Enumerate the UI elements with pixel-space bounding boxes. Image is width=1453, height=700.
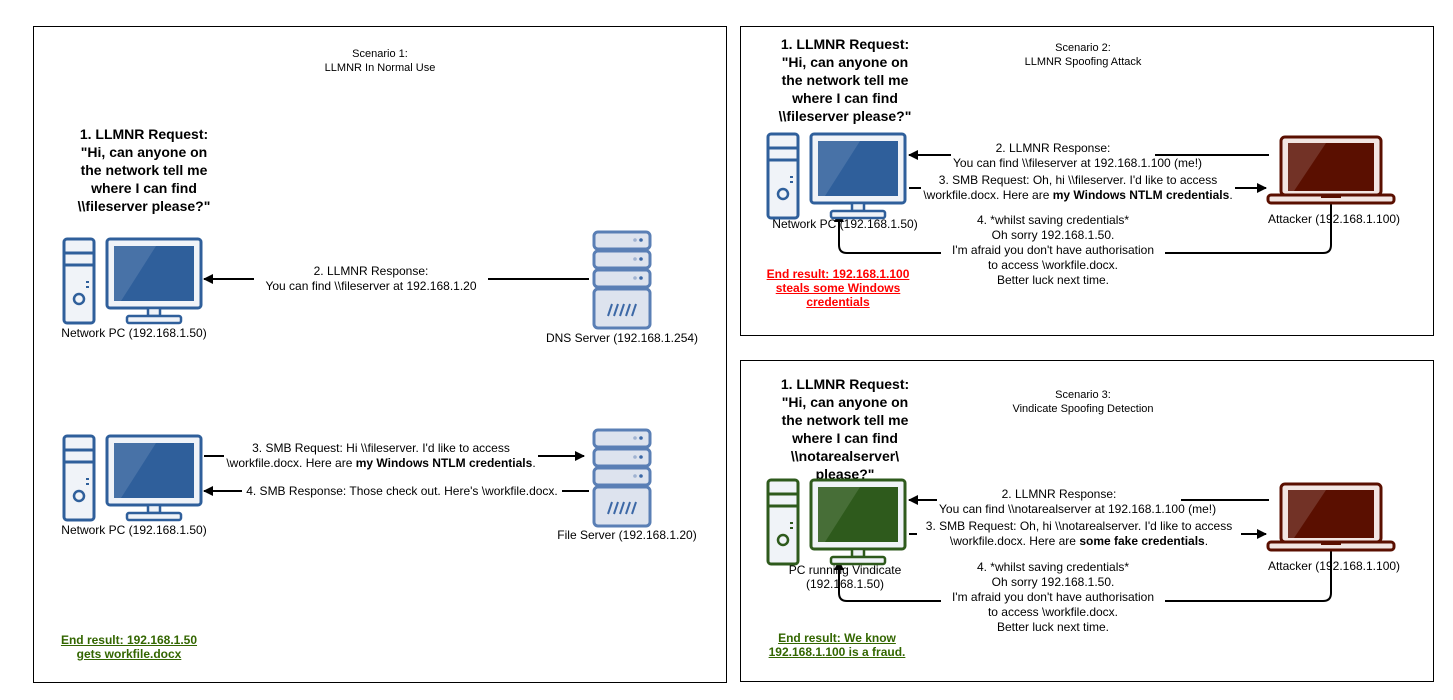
- result-line: End result: We know: [778, 631, 896, 645]
- network-pc-icon: [61, 433, 206, 523]
- end-result-text: End result: 192.168.1.100 steals some Wi…: [763, 267, 913, 309]
- network-pc-icon: [765, 131, 910, 221]
- file-server-label: File Server (192.168.1.20): [542, 528, 712, 542]
- message-line: 3. SMB Request: Oh, hi \\notarealserver.…: [925, 519, 1233, 533]
- request-line: 1. LLMNR Request:: [780, 376, 910, 392]
- scenario-1-title: Scenario 1: LLMNR In Normal Use: [280, 47, 480, 75]
- request-line: "Hi, can anyone on: [80, 144, 208, 160]
- request-line: where I can find: [792, 90, 898, 106]
- request-line: \\fileserver please?": [778, 108, 912, 124]
- message-line: 4. *whilst saving credentials*: [976, 213, 1130, 227]
- result-line: steals some Windows: [775, 281, 901, 295]
- smb-request-text: 3. SMB Request: Oh, hi \\notarealserver.…: [917, 519, 1241, 549]
- message-line: \workfile.docx. Here are my Windows NTLM…: [923, 188, 1233, 203]
- scenario-2-panel: Scenario 2: LLMNR Spoofing Attack 1. LLM…: [740, 26, 1434, 336]
- message-line: to access \workfile.docx.: [987, 605, 1119, 619]
- message-text: .: [1229, 188, 1233, 202]
- llmnr-request-text: 1. LLMNR Request: "Hi, can anyone on the…: [755, 35, 935, 125]
- title-line-2: LLMNR Spoofing Attack: [1024, 56, 1142, 68]
- label-line: (192.168.1.50): [805, 577, 885, 591]
- vindicate-pc-icon: [765, 477, 910, 567]
- result-line: 192.168.1.100 is a fraud.: [768, 645, 906, 659]
- request-line: \\fileserver please?": [77, 198, 211, 214]
- message-line: 2. LLMNR Response:: [995, 141, 1111, 155]
- llmnr-response-text: 2. LLMNR Response: You can find \\filese…: [254, 264, 488, 294]
- scenario-2-title: Scenario 2: LLMNR Spoofing Attack: [983, 41, 1183, 69]
- message-emphasis: my Windows NTLM credentials: [1052, 188, 1230, 202]
- smb-request-text: 3. SMB Request: Hi \\fileserver. I'd lik…: [224, 441, 538, 471]
- scenario-3-title: Scenario 3: Vindicate Spoofing Detection: [983, 388, 1183, 416]
- result-line: End result: 192.168.1.100: [766, 267, 910, 281]
- message-line: 2. LLMNR Response:: [313, 264, 429, 278]
- attacker-reply-text: 4. *whilst saving credentials* Oh sorry …: [941, 560, 1165, 635]
- llmnr-request-text: 1. LLMNR Request: "Hi, can anyone on the…: [54, 125, 234, 215]
- message-line: Oh sorry 192.168.1.50.: [991, 575, 1115, 589]
- dns-server-icon: [592, 230, 652, 330]
- result-line: gets workfile.docx: [76, 647, 182, 661]
- message-line: Better luck next time.: [996, 620, 1110, 634]
- network-pc-label: Network PC (192.168.1.50): [772, 217, 918, 231]
- message-emphasis: my Windows NTLM credentials: [355, 456, 533, 470]
- smb-response-text: 4. SMB Response: Those check out. Here's…: [242, 484, 562, 499]
- title-line-2: Vindicate Spoofing Detection: [1012, 403, 1154, 415]
- attacker-label: Attacker (192.168.1.100): [1267, 212, 1401, 226]
- message-line: 4. *whilst saving credentials*: [976, 560, 1130, 574]
- attacker-label: Attacker (192.168.1.100): [1267, 559, 1401, 573]
- message-line: 2. LLMNR Response:: [1001, 487, 1117, 501]
- message-line: \workfile.docx. Here are my Windows NTLM…: [226, 456, 536, 471]
- message-emphasis: some fake credentials: [1079, 534, 1205, 548]
- message-text: \workfile.docx. Here are: [949, 534, 1080, 548]
- file-server-icon: [592, 428, 652, 528]
- message-line: I'm afraid you don't have authorisation: [951, 243, 1155, 257]
- attacker-laptop-icon: [1266, 135, 1396, 205]
- request-line: the network tell me: [781, 72, 909, 88]
- network-pc-icon: [61, 236, 206, 326]
- attacker-reply-text: 4. *whilst saving credentials* Oh sorry …: [941, 213, 1165, 288]
- message-text: .: [1204, 534, 1209, 548]
- request-line: "Hi, can anyone on: [781, 54, 909, 70]
- vindicate-pc-label: PC running Vindicate (192.168.1.50): [755, 563, 935, 591]
- network-pc-label: Network PC (192.168.1.50): [44, 523, 224, 537]
- request-line: \\notarealserver\: [790, 448, 900, 464]
- title-line-1: Scenario 3:: [1055, 389, 1111, 401]
- network-pc-label: Network PC (192.168.1.50): [44, 326, 224, 340]
- message-line: Better luck next time.: [996, 273, 1110, 287]
- end-result-text: End result: We know 192.168.1.100 is a f…: [757, 631, 917, 659]
- request-line: please?": [815, 466, 875, 482]
- message-text: \workfile.docx. Here are: [923, 188, 1053, 202]
- request-line: the network tell me: [781, 412, 909, 428]
- request-line: 1. LLMNR Request:: [780, 36, 910, 52]
- message-line: You can find \\notarealserver at 192.168…: [939, 502, 1217, 516]
- message-line: You can find \\fileserver at 192.168.1.2…: [265, 279, 477, 293]
- request-line: where I can find: [792, 430, 898, 446]
- dns-server-label: DNS Server (192.168.1.254): [522, 331, 722, 345]
- message-line: \workfile.docx. Here are some fake crede…: [919, 534, 1239, 549]
- result-line: End result: 192.168.1.50: [60, 633, 198, 647]
- request-line: "Hi, can anyone on: [781, 394, 909, 410]
- llmnr-request-text: 1. LLMNR Request: "Hi, can anyone on the…: [755, 375, 935, 483]
- message-line: I'm afraid you don't have authorisation: [951, 590, 1155, 604]
- request-line: where I can find: [91, 180, 197, 196]
- smb-request-text: 3. SMB Request: Oh, hi \\fileserver. I'd…: [921, 173, 1235, 203]
- message-line: Oh sorry 192.168.1.50.: [991, 228, 1115, 242]
- attacker-laptop-icon: [1266, 482, 1396, 552]
- scenario-3-panel: Scenario 3: Vindicate Spoofing Detection…: [740, 360, 1434, 682]
- message-line: 3. SMB Request: Oh, hi \\fileserver. I'd…: [938, 173, 1218, 187]
- message-line: 3. SMB Request: Hi \\fileserver. I'd lik…: [252, 441, 510, 455]
- llmnr-response-text: 2. LLMNR Response: You can find \\filese…: [951, 141, 1203, 171]
- title-line-1: Scenario 1:: [352, 48, 408, 60]
- label-line: PC running Vindicate: [788, 563, 902, 577]
- result-line: credentials: [806, 295, 870, 309]
- message-text: .: [532, 456, 536, 470]
- title-line-2: LLMNR In Normal Use: [324, 62, 436, 74]
- request-line: 1. LLMNR Request:: [79, 126, 209, 142]
- message-text: \workfile.docx. Here are: [226, 456, 356, 470]
- scenario-1-panel: Scenario 1: LLMNR In Normal Use 1. LLMNR…: [33, 26, 727, 683]
- request-line: the network tell me: [80, 162, 208, 178]
- message-line: to access \workfile.docx.: [987, 258, 1119, 272]
- llmnr-response-text: 2. LLMNR Response: You can find \\notare…: [937, 487, 1217, 517]
- message-line: You can find \\fileserver at 192.168.1.1…: [953, 156, 1203, 170]
- title-line-1: Scenario 2:: [1055, 42, 1111, 54]
- end-result-text: End result: 192.168.1.50 gets workfile.d…: [54, 633, 204, 661]
